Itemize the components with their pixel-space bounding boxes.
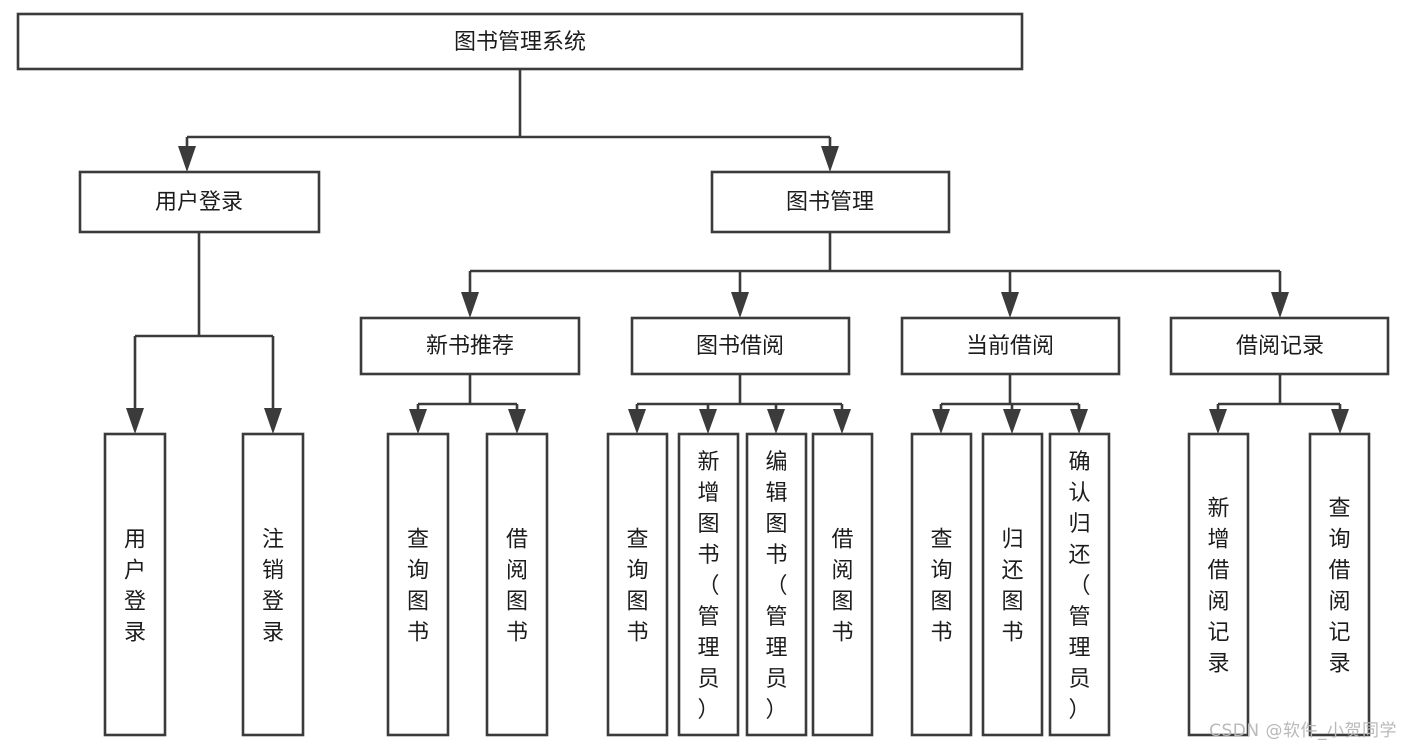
arrow-records-leaf-2 [1331, 409, 1349, 434]
leaf-node-box[interactable] [1048, 432, 1111, 737]
node-root-box[interactable] [16, 12, 1024, 71]
connectors [126, 69, 1349, 434]
arrow-root-to-bookmgmt [821, 146, 839, 172]
leaf-node[interactable]: 归还图书 [981, 432, 1044, 737]
leaf-node[interactable]: 新增图书（管理员） [677, 432, 740, 737]
leaf-node-label: 编辑图书（管理员） [765, 450, 787, 723]
arrow-to-records [1271, 292, 1289, 318]
leaf-node-box[interactable] [811, 432, 874, 737]
node-root[interactable]: 图书管理系统 [16, 12, 1024, 71]
node-user-login-box[interactable] [78, 170, 321, 234]
node-user-login[interactable]: 用户登录 [78, 170, 321, 234]
leaf-node[interactable]: 借阅图书 [811, 432, 874, 737]
arrow-borrow-leaf-1 [628, 409, 646, 434]
node-root-label: 图书管理系统 [454, 30, 586, 55]
leaf-node-label: 借阅图书 [506, 528, 528, 646]
node-book-management[interactable]: 图书管理 [710, 170, 951, 234]
arrow-borrow-leaf-2 [699, 409, 717, 434]
arrow-current-leaf-2 [1003, 409, 1021, 434]
leaf-node-box[interactable] [1187, 432, 1250, 737]
leaf-node-box[interactable] [745, 432, 808, 737]
leaf-node-label: 新增借阅记录 [1207, 497, 1229, 677]
arrow-to-current [1001, 292, 1019, 318]
arrow-current-leaf-1 [932, 409, 950, 434]
leaf-node-label: 查询图书 [407, 528, 429, 646]
leaf-node[interactable]: 查询借阅记录 [1308, 432, 1371, 737]
leaf-node-box[interactable] [981, 432, 1044, 737]
arrow-borrow-leaf-3 [767, 409, 785, 434]
leaf-node-box[interactable] [910, 432, 973, 737]
leaf-node-label: 查询图书 [626, 528, 648, 646]
leaf-node-label: 确认归还（管理员） [1068, 450, 1090, 723]
node-current-borrow[interactable]: 当前借阅 [900, 316, 1121, 376]
leaf-node[interactable]: 用户登录 [103, 432, 167, 737]
leaf-node[interactable]: 查询图书 [386, 432, 450, 737]
node-new-book-recommend-box[interactable] [359, 316, 581, 376]
leaf-node-box[interactable] [677, 432, 740, 737]
node-user-login-label: 用户登录 [155, 190, 243, 215]
leaf-node[interactable]: 编辑图书（管理员） [745, 432, 808, 737]
arrow-root-to-login [178, 146, 196, 172]
leaf-node[interactable]: 新增借阅记录 [1187, 432, 1250, 737]
leaf-node-box[interactable] [241, 432, 305, 737]
leaf-node-box[interactable] [103, 432, 167, 737]
node-book-management-label: 图书管理 [786, 190, 874, 215]
leaf-node-label: 归还图书 [1001, 528, 1023, 646]
leaf-node-label: 注销登录 [262, 528, 284, 646]
node-new-book-recommend-label: 新书推荐 [426, 334, 514, 359]
node-book-borrow[interactable]: 图书借阅 [630, 316, 851, 376]
node-borrow-records-box[interactable] [1169, 316, 1390, 376]
leaf-node-box[interactable] [606, 432, 669, 737]
node-borrow-records-label: 借阅记录 [1236, 334, 1324, 359]
arrow-newbook-leaf-2 [508, 409, 526, 434]
arrow-to-newbook [461, 292, 479, 318]
leaf-node-label: 查询借阅记录 [1328, 497, 1350, 677]
leaf-node[interactable]: 查询图书 [606, 432, 669, 737]
leaf-node[interactable]: 确认归还（管理员） [1048, 432, 1111, 737]
node-book-borrow-label: 图书借阅 [696, 334, 784, 359]
leaf-node[interactable]: 注销登录 [241, 432, 305, 737]
leaf-node[interactable]: 查询图书 [910, 432, 973, 737]
node-current-borrow-label: 当前借阅 [966, 334, 1054, 359]
node-book-management-box[interactable] [710, 170, 951, 234]
leaf-node-label: 用户登录 [124, 528, 146, 646]
arrow-to-borrow [731, 292, 749, 318]
arrow-current-leaf-3 [1070, 409, 1088, 434]
arrow-records-leaf-1 [1209, 409, 1227, 434]
leaf-node-box[interactable] [1308, 432, 1371, 737]
arrow-newbook-leaf-1 [409, 409, 427, 434]
leaf-node[interactable]: 借阅图书 [485, 432, 549, 737]
arrow-login-leaf-1 [126, 408, 144, 434]
leaf-nodes-layer: 用户登录 注销登录 查询图书 借阅图书 查询图书 新增图书（管理员） 编辑图书（管理员） 借阅… [103, 432, 1371, 737]
arrow-borrow-leaf-4 [833, 409, 851, 434]
node-new-book-recommend[interactable]: 新书推荐 [359, 316, 581, 376]
leaf-node-label: 查询图书 [930, 528, 952, 646]
leaf-node-label: 新增图书（管理员） [697, 450, 719, 723]
node-borrow-records[interactable]: 借阅记录 [1169, 316, 1390, 376]
node-current-borrow-box[interactable] [900, 316, 1121, 376]
leaf-node-box[interactable] [485, 432, 549, 737]
leaf-node-box[interactable] [386, 432, 450, 737]
arrow-login-leaf-2 [264, 408, 282, 434]
leaf-node-label: 借阅图书 [831, 528, 853, 646]
node-book-borrow-box[interactable] [630, 316, 851, 376]
